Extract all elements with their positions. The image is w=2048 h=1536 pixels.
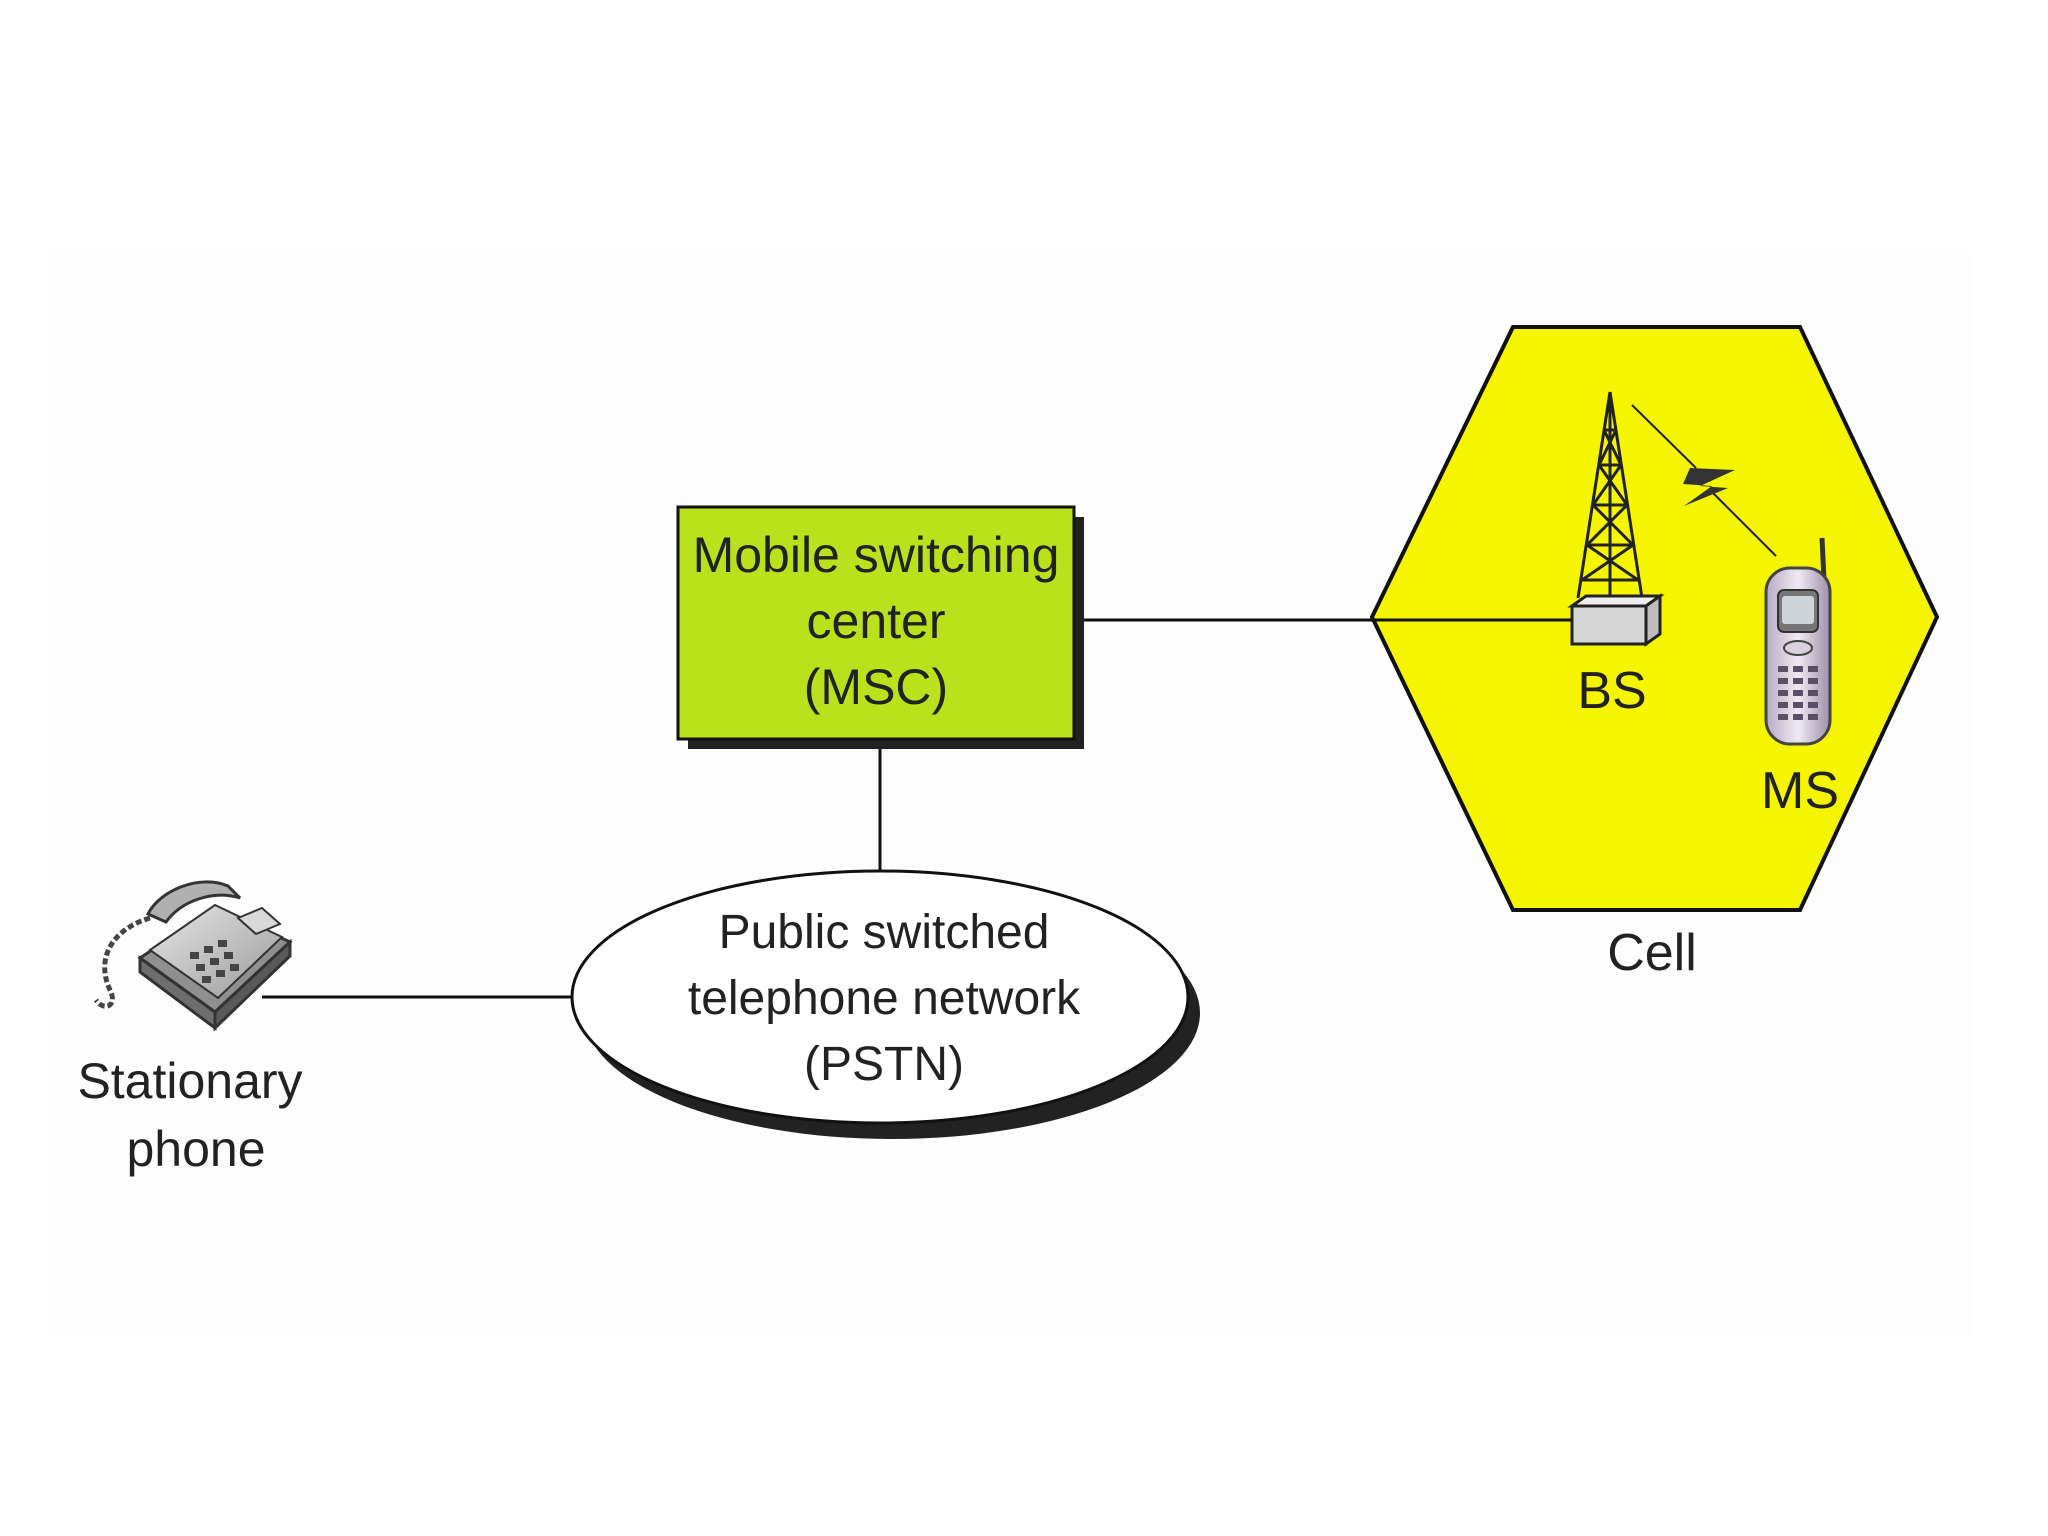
phone-label-line2: phone xyxy=(126,1121,265,1177)
lightning-bolt-icon xyxy=(1683,468,1735,506)
msc-label-line3: (MSC) xyxy=(804,659,948,715)
pstn-ellipse xyxy=(570,869,1190,1125)
pstn-label-line3: (PSTN) xyxy=(804,1038,964,1091)
msc-label-line2: center xyxy=(807,593,946,649)
radio-link xyxy=(1631,404,1777,557)
cell-label: Cell xyxy=(1607,924,1697,982)
cell: BS MS Cell xyxy=(1369,325,1940,982)
pstn-label-line1: Public switched xyxy=(719,906,1050,959)
desk-telephone-icon xyxy=(93,880,293,1032)
mobile-phone-icon xyxy=(1764,537,1832,746)
pstn-cloud: Public switched telephone network (PSTN) xyxy=(570,869,1200,1139)
base-station-box xyxy=(1567,593,1665,647)
msc-box-body xyxy=(676,505,1076,741)
antenna-tower-icon xyxy=(1576,391,1644,599)
bs-label: BS xyxy=(1577,662,1646,720)
msc-label-line1: Mobile switching xyxy=(693,527,1060,583)
ms-label: MS xyxy=(1761,762,1839,820)
phone-label-line1: Stationary xyxy=(77,1053,302,1109)
pstn-label-line2: telephone network xyxy=(688,972,1081,1025)
msc-box: Mobile switching center (MSC) xyxy=(676,505,1084,749)
